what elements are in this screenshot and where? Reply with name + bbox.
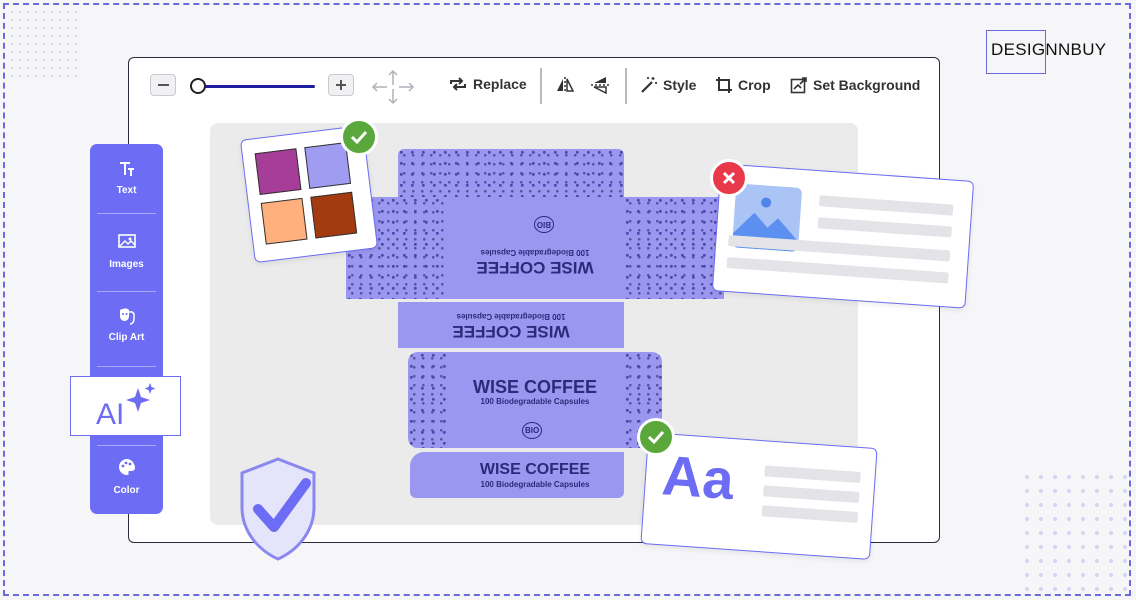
sidebar-item-images[interactable]: Images — [90, 234, 163, 270]
box-top-panel: WISE COFFEE 100 Biodegradable Capsules B… — [446, 197, 624, 299]
plus-icon — [336, 80, 346, 90]
box-brand-name-flipped: WISE COFFEE — [476, 258, 594, 277]
text-line-placeholder — [819, 195, 954, 216]
set-background-button[interactable]: Set Background — [790, 76, 920, 94]
check-icon — [647, 430, 665, 444]
sidebar-divider — [97, 213, 156, 214]
palette-icon — [118, 459, 135, 475]
box-brand-name: WISE COFFEE — [472, 377, 597, 397]
ai-sparkle-icon — [126, 383, 156, 412]
sidebar-item-color[interactable]: Color — [90, 458, 163, 496]
toolbar-divider — [540, 68, 542, 104]
box-brand-name-flipped: WISE COFFEE — [452, 322, 570, 341]
sidebar-divider — [97, 291, 156, 292]
bio-cert-icon: BIO — [522, 422, 543, 439]
color-swatch[interactable] — [310, 191, 358, 239]
crop-label: Crop — [738, 77, 771, 93]
sidebar-item-label: Images — [109, 259, 144, 270]
flip-horizontal-icon[interactable] — [555, 76, 575, 94]
check-badge — [340, 118, 378, 156]
text-line-placeholder — [764, 465, 861, 484]
sidebar-item-label: AI — [96, 398, 125, 431]
text-line-placeholder — [762, 485, 860, 503]
crop-icon — [716, 77, 732, 93]
sidebar-item-ai[interactable] — [70, 376, 181, 436]
box-subtitle: 100 Biodegradable Capsules — [480, 397, 590, 406]
crop-button[interactable]: Crop — [715, 76, 771, 94]
style-button[interactable]: Style — [640, 76, 696, 94]
brand-logo-box — [986, 30, 1046, 74]
box-bottom-panel: WISE COFFEE 100 Biodegradable Capsules B… — [446, 352, 624, 448]
sidebar-item-label: Text — [116, 185, 137, 196]
clipart-icon — [119, 308, 135, 325]
bio-cert-icon: BIO — [533, 216, 554, 233]
magic-wand-icon — [641, 77, 657, 93]
text-icon — [119, 162, 134, 176]
zoom-slider-track[interactable] — [197, 85, 315, 88]
text-line-placeholder — [726, 256, 949, 284]
sidebar-item-label: Color — [113, 485, 140, 496]
color-swatch[interactable] — [254, 148, 302, 196]
text-line-placeholder — [817, 217, 952, 238]
set-background-label: Set Background — [813, 77, 921, 93]
box-brand-name: WISE COFFEE — [479, 461, 591, 478]
box-right-side — [624, 197, 724, 299]
sidebar-item-label: Clip Art — [108, 332, 145, 343]
brand-logo: DESIGNNBUY — [991, 40, 1107, 59]
text-line-placeholder — [761, 505, 859, 523]
close-icon — [722, 171, 736, 185]
flip-vertical-icon[interactable] — [590, 76, 612, 94]
corner-dots-top-left — [8, 8, 78, 78]
corner-dots-bottom-right — [1020, 470, 1130, 595]
font-sample: Aa — [660, 443, 736, 512]
sidebar-item-clip-art[interactable]: Clip Art — [90, 307, 163, 343]
sidebar-divider — [97, 366, 156, 367]
box-top-flap — [398, 149, 624, 197]
box-subtitle-flipped: 100 Biodegradable Capsules — [456, 312, 566, 321]
minus-icon — [157, 84, 169, 86]
move-icon[interactable] — [370, 68, 416, 106]
box-subtitle-flipped: 100 Biodegradable Capsules — [480, 248, 590, 257]
zoom-in-button[interactable] — [328, 74, 354, 96]
image-icon — [117, 234, 136, 248]
image-card[interactable] — [711, 163, 975, 309]
box-lower-left-flap — [408, 352, 446, 448]
box-front-panel: WISE COFFEE 100 Biodegradable Capsules — [398, 302, 624, 348]
style-label: Style — [663, 77, 697, 93]
check-badge — [637, 418, 675, 456]
sidebar-item-text[interactable]: Text — [90, 160, 163, 196]
error-badge — [710, 159, 748, 197]
replace-icon — [450, 77, 466, 91]
text-line-placeholder — [728, 235, 951, 262]
box-subtitle: 100 Biodegradable Capsules — [480, 480, 590, 489]
sidebar — [90, 144, 163, 514]
zoom-out-button[interactable] — [150, 74, 176, 96]
check-icon — [350, 130, 368, 144]
replace-label: Replace — [473, 76, 527, 92]
sidebar-divider — [97, 445, 156, 446]
shield-check-icon — [240, 457, 316, 561]
color-swatch[interactable] — [260, 197, 308, 245]
replace-button[interactable]: Replace — [448, 76, 527, 92]
box-base-panel: WISE COFFEE 100 Biodegradable Capsules — [410, 452, 624, 498]
toolbar-divider — [625, 68, 627, 104]
zoom-slider-handle[interactable] — [190, 78, 206, 94]
page-frame — [3, 3, 1131, 596]
font-card[interactable]: Aa — [640, 432, 878, 560]
set-background-icon — [790, 77, 807, 94]
